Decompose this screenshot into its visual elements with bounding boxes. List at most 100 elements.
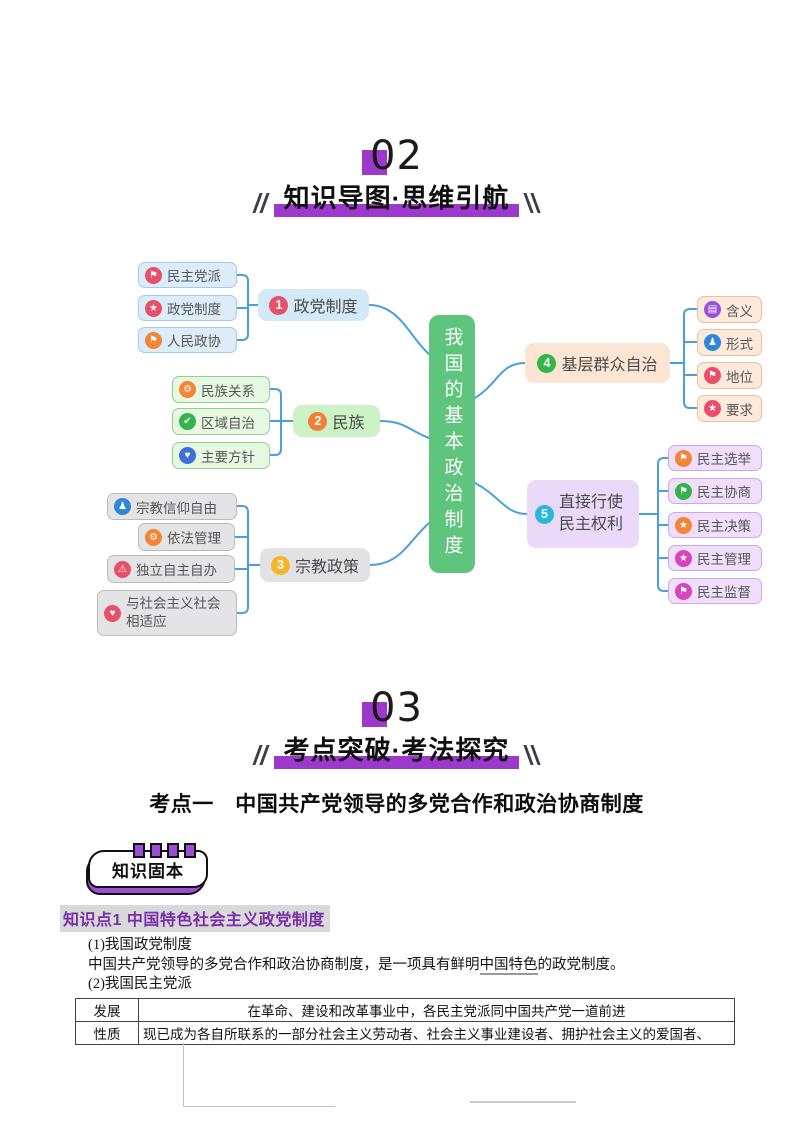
- purple-underline-bar: [273, 204, 520, 217]
- section-03-header: 03 考点突破·考法探究: [0, 686, 793, 769]
- paragraph: (2)我国民主党派: [88, 976, 192, 992]
- heart-icon: ♥: [179, 447, 196, 464]
- leaf-node: ⚙ 依法管理: [138, 523, 235, 551]
- table-row: 发展 在革命、建设和改革事业中，各民主党派同中国共产党一道前进: [75, 997, 735, 1022]
- leaf-label: 独立自主自办: [136, 563, 217, 578]
- leaf-node: ⚑ 地位: [697, 362, 762, 389]
- leaf-label: 宗教信仰自由: [136, 500, 217, 516]
- leaf-node: ★ 民主管理: [668, 545, 762, 571]
- double-slash-icon: [252, 745, 270, 765]
- leaf-label: 民主决策: [697, 519, 751, 534]
- double-slash-icon: [523, 193, 541, 213]
- leaf-node: ♟ 形式: [697, 329, 762, 356]
- leaf-label: 要求: [726, 402, 753, 418]
- branch-label: 基层群众自治: [561, 357, 658, 374]
- leaf-label: 地位: [726, 369, 753, 385]
- table-row: 性质 现已成为各自所联系的一部分社会主义劳动者、社会主义事业建设者、拥护社会主义…: [75, 1020, 735, 1045]
- knowledge-point-heading: 知识点1 中国特色社会主义政党制度: [60, 905, 330, 932]
- number-badge-icon: 4: [537, 353, 557, 373]
- leaf-label: 民族关系: [201, 383, 255, 399]
- leaf-node: ★ 民主决策: [668, 512, 762, 538]
- number-badge-icon: 2: [308, 411, 328, 431]
- badge-squares-decor: [133, 843, 196, 858]
- star-icon: ★: [675, 516, 692, 534]
- number-badge-icon: 1: [269, 295, 289, 315]
- section-number: 02: [370, 133, 423, 179]
- table-row-value: 在革命、建设和改革事业中，各民主党派同中国共产党一道前进: [138, 997, 735, 1022]
- leaf-label: 主要方针: [201, 449, 255, 465]
- leaf-label: 民主协商: [697, 485, 751, 500]
- leaf-label: 民主管理: [697, 552, 751, 567]
- paragraph-text: 的政党制度。: [537, 956, 625, 973]
- leaf-node: ⚑ 民主党派: [138, 262, 237, 288]
- leaf-label: 政党制度: [167, 302, 221, 317]
- paragraph: (1)我国政党制度: [88, 937, 192, 953]
- branch-node: 4 基层群众自治: [525, 343, 670, 383]
- exam-point-heading: 考点一 中国共产党领导的多党合作和政治协商制度: [149, 793, 644, 816]
- branch-label: 直接行使民主权利: [559, 494, 624, 533]
- leaf-label: 与社会主义社会相适应: [126, 595, 221, 629]
- number-badge-icon: 5: [535, 504, 554, 524]
- warning-icon: ⚠: [114, 560, 131, 578]
- leaf-node: ✔ 区域自治: [172, 408, 270, 435]
- leaf-node: ⚙ 民族关系: [172, 376, 270, 403]
- leaf-label: 依法管理: [167, 531, 221, 546]
- flag-icon: ⚑: [145, 331, 162, 349]
- leaf-label: 民主党派: [167, 269, 221, 284]
- paragraph-text: 中国共产党领导的多党合作和政治协商制度，是一项具有鲜明: [88, 956, 480, 973]
- leaf-node: ⚠ 独立自主自办: [107, 555, 235, 583]
- branch-label: 民族: [332, 415, 365, 432]
- section-title: 知识导图·思维引航: [283, 183, 510, 213]
- number-badge-icon: 3: [270, 555, 290, 575]
- leaf-node: ▤ 含义: [697, 296, 762, 323]
- gear-icon: ⚙: [145, 528, 162, 546]
- branch-node: 1 政党制度: [258, 289, 369, 321]
- section-number: 03: [370, 685, 423, 731]
- mindmap: 我国的基本政治制度 1 政党制度 ⚑ 民主党派 ★ 政党制度 ⚑ 人民政协 2 …: [60, 250, 770, 650]
- flag-icon: ⚑: [675, 449, 692, 467]
- leaf-node: ⚑ 民主监督: [668, 578, 762, 604]
- purple-underline-bar: [273, 756, 520, 769]
- star-icon: ★: [145, 299, 162, 317]
- branch-label: 政党制度: [293, 299, 358, 316]
- leaf-node: ♥ 与社会主义社会相适应: [97, 590, 237, 636]
- table-row-value: 现已成为各自所联系的一部分社会主义劳动者、社会主义事业建设者、拥护社会主义的爱国…: [138, 1020, 735, 1045]
- section-title: 考点突破·考法探究: [283, 735, 510, 765]
- knowledge-content: 知识点1 中国特色社会主义政党制度 (1)我国政党制度 中国共产党领导的多党合作…: [60, 905, 736, 1045]
- person-icon: ♟: [114, 498, 131, 515]
- person-icon: ♟: [704, 334, 721, 351]
- leaf-node: ♥ 主要方针: [172, 442, 270, 469]
- page-artifact-line: [183, 1043, 184, 1107]
- flag-icon: ⚑: [675, 482, 692, 500]
- leaf-node: ★ 要求: [697, 395, 762, 422]
- paragraph: 中国共产党领导的多党合作和政治协商制度，是一项具有鲜明中国特色的政党制度。: [60, 956, 736, 976]
- double-slash-icon: [523, 745, 541, 765]
- leaf-node: ★ 政党制度: [138, 295, 237, 321]
- star-icon: ★: [704, 400, 721, 417]
- table-row-key: 发展: [75, 997, 139, 1022]
- thumbs-up-icon: ✔: [179, 413, 196, 430]
- branch-node: 2 民族: [293, 405, 380, 437]
- note-icon: ▤: [704, 301, 721, 318]
- leaf-label: 民主选举: [697, 452, 751, 467]
- page-artifact-line: [183, 1106, 335, 1107]
- flag-icon: ⚑: [704, 367, 721, 384]
- section-02-header: 02 知识导图·思维引航: [0, 134, 793, 217]
- page-artifact-line: [470, 1101, 576, 1103]
- leaf-node: ⚑ 民主选举: [668, 445, 762, 471]
- gear-icon: ⚙: [179, 381, 196, 398]
- flag-icon: ⚑: [145, 266, 162, 284]
- leaf-label: 民主监督: [697, 585, 751, 600]
- leaf-label: 人民政协: [167, 334, 221, 349]
- table-row-key: 性质: [75, 1020, 139, 1045]
- knowledge-table: 发展 在革命、建设和改革事业中，各民主党派同中国共产党一道前进 性质 现已成为各…: [75, 997, 735, 1045]
- branch-node: 3 宗教政策: [260, 548, 370, 582]
- double-slash-icon: [252, 193, 270, 213]
- knowledge-badge: 知识固本: [86, 843, 208, 895]
- mindmap-connectors: [234, 274, 698, 614]
- center-node-label: 我国的基本政治制度: [441, 327, 463, 561]
- branch-label: 宗教政策: [294, 559, 359, 576]
- leaf-label: 形式: [726, 336, 753, 352]
- purple-square-decor: [362, 702, 388, 727]
- leaf-node: ⚑ 民主协商: [668, 478, 762, 504]
